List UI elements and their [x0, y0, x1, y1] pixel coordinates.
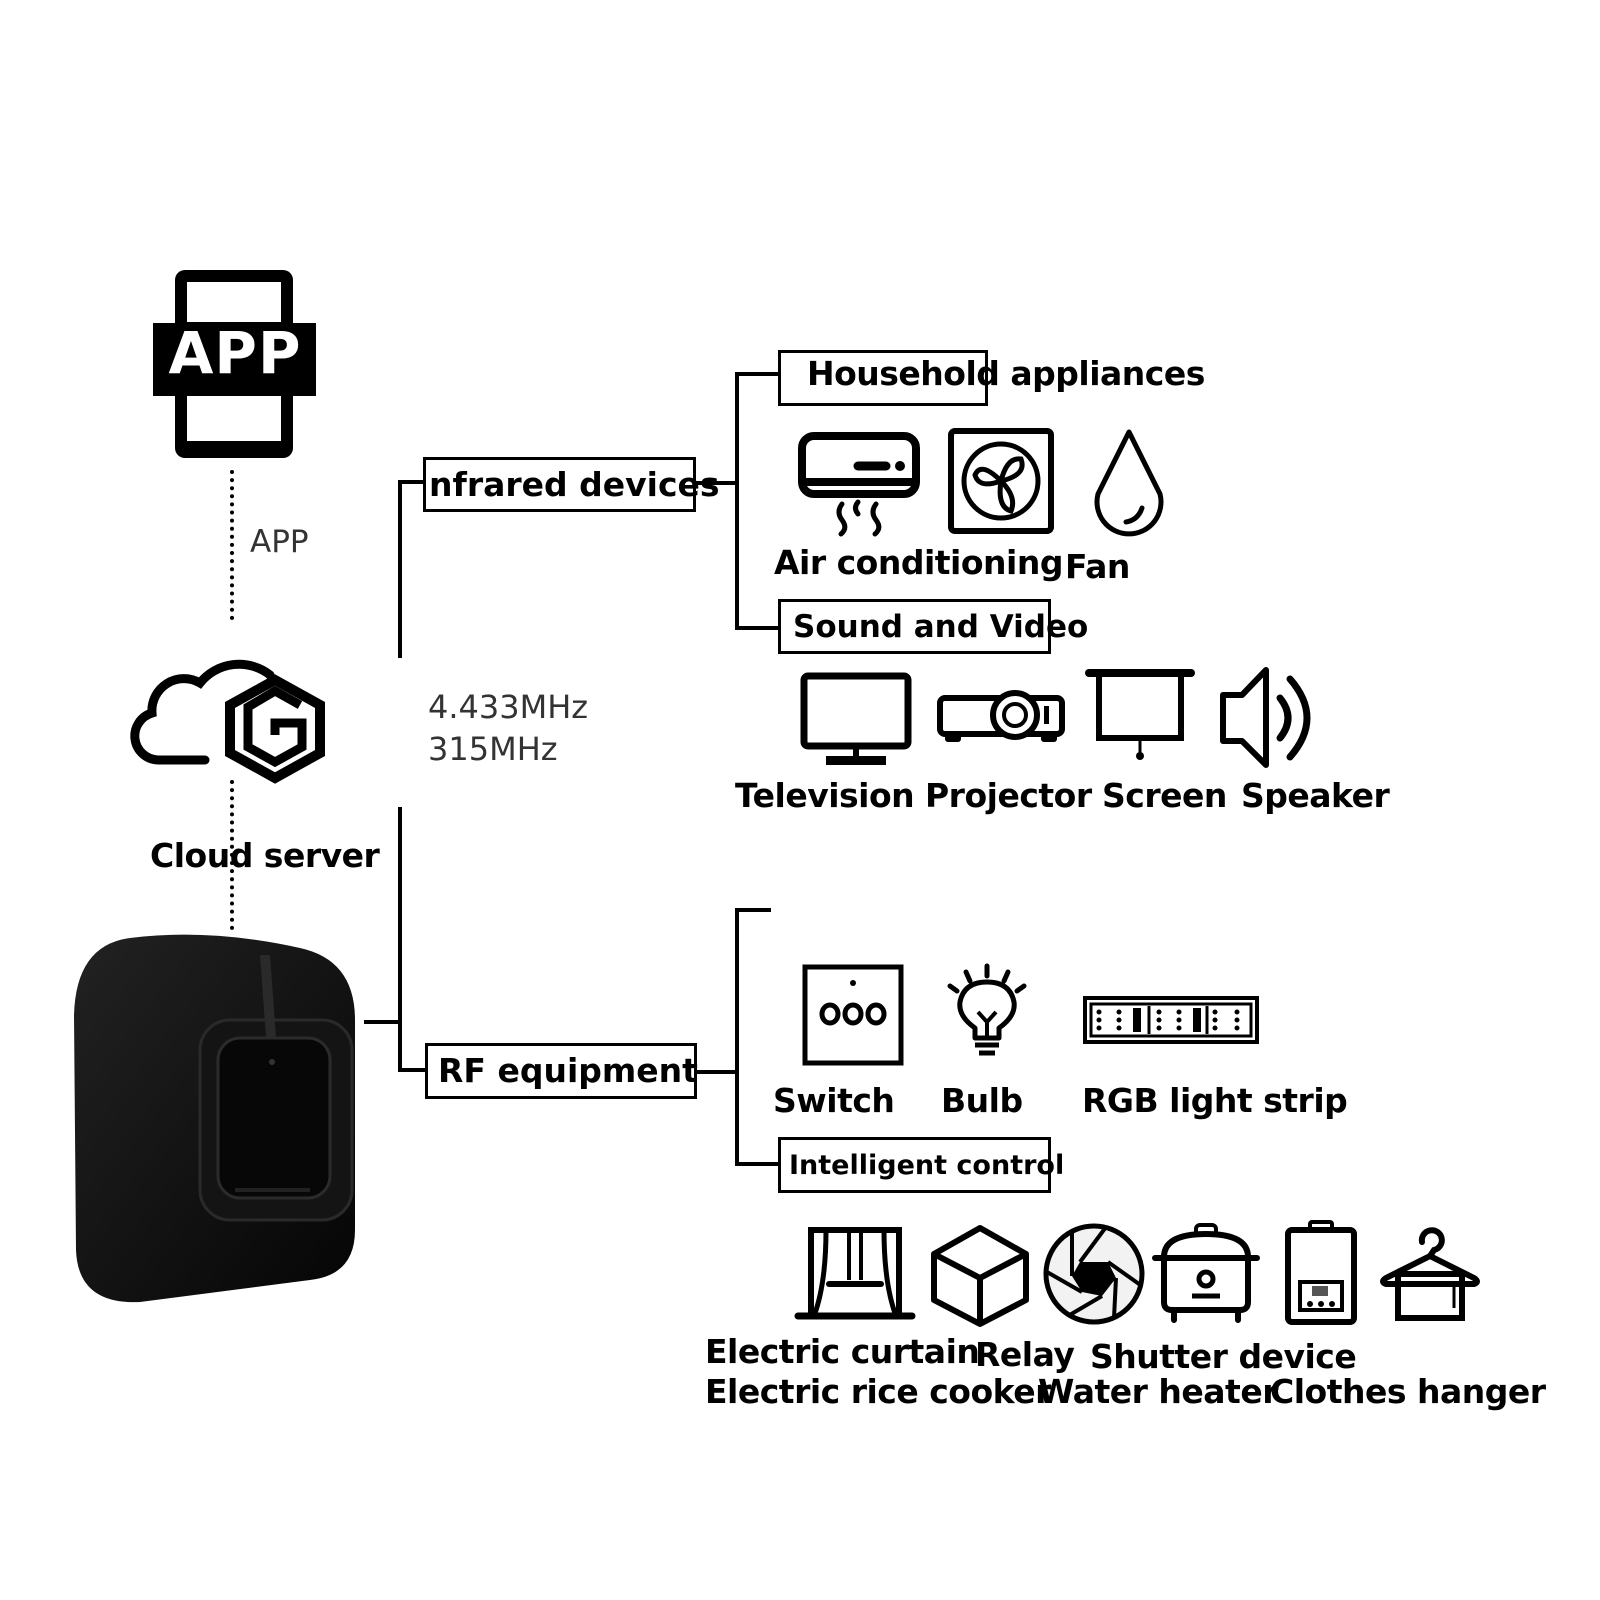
household-appliances-label: Household appliances	[807, 354, 1205, 393]
projector-icon	[937, 690, 1065, 742]
rice-cooker-icon	[1152, 1223, 1260, 1323]
screen-label: Screen	[1102, 776, 1227, 815]
infrared-subtree-spine	[735, 372, 739, 630]
air-conditioning-label: Air conditioning	[774, 543, 1063, 582]
wall-switch-icon	[802, 964, 904, 1066]
trunk-to-rf-connector	[398, 1068, 426, 1072]
electric-curtain-label: Electric curtain	[705, 1332, 980, 1371]
trunk-to-infrared-connector	[398, 480, 426, 484]
spine-to-household-connector	[735, 372, 779, 376]
bulb-label: Bulb	[941, 1081, 1023, 1120]
led-strip-icon	[1083, 996, 1259, 1044]
clothes-hanger-label: Clothes hanger	[1270, 1372, 1546, 1411]
switch-label: Switch	[773, 1081, 895, 1120]
shutter-device-label: Shutter device	[1090, 1337, 1357, 1376]
device-to-trunk-connector	[364, 1020, 400, 1024]
intelligent-control-node: Intelligent control	[778, 1137, 1064, 1193]
frequency-line-2: 315MHz	[428, 730, 558, 768]
air-conditioner-icon	[798, 432, 920, 537]
rf-subtree-spine	[735, 908, 739, 1166]
rgb-light-strip-label: RGB light strip	[1082, 1081, 1348, 1120]
spine-top-connector	[735, 908, 771, 912]
water-drop-icon	[1094, 429, 1164, 537]
dotted-connector-app-cloud	[230, 470, 234, 620]
fan-icon	[948, 428, 1054, 534]
bulb-icon	[947, 963, 1027, 1056]
rf-to-subtree-connector	[696, 1070, 738, 1074]
electric-rice-cooker-label: Electric rice cooker	[705, 1372, 1051, 1411]
household-appliances-node-frame	[778, 350, 988, 406]
speaker-icon	[1220, 667, 1311, 768]
spine-to-intelligent-control-connector	[735, 1162, 779, 1166]
app-icon-text: APP	[168, 319, 302, 387]
projection-screen-icon	[1085, 669, 1195, 760]
curtain-icon	[794, 1227, 916, 1320]
app-phone-icon	[153, 270, 316, 458]
infrared-to-subtree-connector	[695, 481, 737, 485]
fan-label: Fan	[1065, 547, 1130, 586]
relay-label: Relay	[975, 1335, 1075, 1374]
television-label: Television	[735, 776, 915, 815]
frequency-line-1: 4.433MHz	[428, 688, 589, 726]
ir-rf-hub-device	[74, 934, 355, 1303]
projector-label: Projector	[925, 776, 1092, 815]
water-heater-icon	[1285, 1220, 1357, 1325]
water-heater-label: Water heater	[1038, 1372, 1279, 1411]
app-link-label: APP	[250, 524, 309, 560]
trunk-line-upper	[398, 480, 402, 658]
shutter-icon	[1043, 1223, 1145, 1325]
clothes-hanger-icon	[1380, 1227, 1480, 1321]
infrared-devices-node: nfrared devices	[423, 457, 720, 512]
cloud-server-label: Cloud server	[150, 836, 380, 875]
television-icon	[800, 672, 912, 765]
rf-equipment-node: RF equipment	[425, 1043, 698, 1099]
relay-cube-icon	[931, 1225, 1029, 1327]
cloud-server-icon	[130, 659, 325, 784]
dotted-connector-cloud-device	[230, 780, 234, 930]
spine-to-sound-video-connector	[735, 626, 779, 630]
speaker-label: Speaker	[1241, 776, 1390, 815]
trunk-line-lower	[398, 807, 402, 1072]
sound-and-video-node: Sound and Video	[778, 599, 1088, 654]
